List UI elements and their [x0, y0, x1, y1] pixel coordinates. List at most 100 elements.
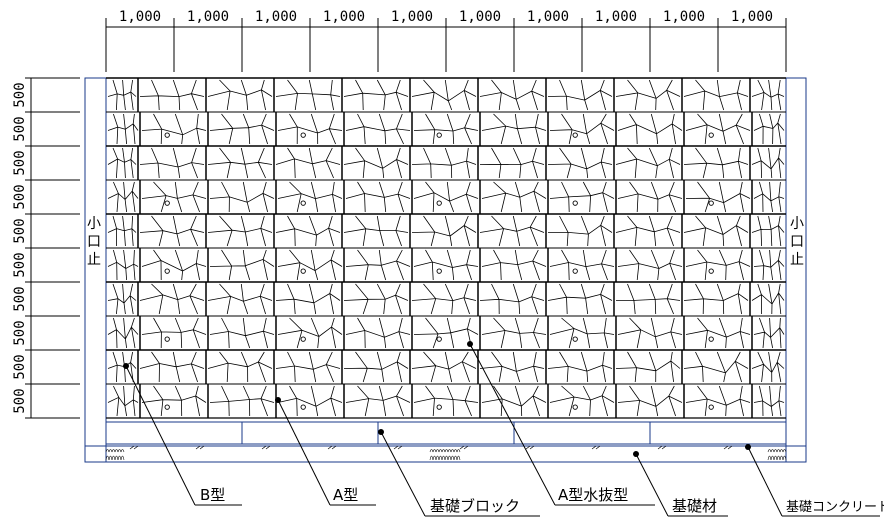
a-type-label: A型: [333, 486, 358, 504]
side-label-left-char: 止: [87, 252, 101, 268]
block-stone-pattern: [107, 385, 139, 417]
foundation-hatch-tick: [261, 445, 271, 450]
drain-hole: [572, 200, 578, 206]
block-stone-pattern: [207, 79, 273, 111]
top-dim-label: 1,000: [255, 9, 297, 25]
block-stone-pattern: [617, 181, 683, 213]
left-dim-label: 500: [12, 354, 28, 379]
gravel-mark: [105, 449, 110, 461]
block: [753, 317, 785, 349]
drain-hole: [572, 268, 578, 274]
drain-hole: [164, 132, 170, 138]
drain-hole: [572, 404, 578, 410]
block-stone-pattern: [549, 317, 615, 349]
left-dim-label: 500: [12, 388, 28, 413]
block: [277, 113, 343, 145]
block-stone-pattern: [479, 79, 545, 111]
drain-hole: [300, 268, 306, 274]
block: [413, 385, 479, 417]
block-stone-pattern: [753, 317, 785, 349]
block: [139, 283, 205, 315]
side-label-left-char: 口: [87, 234, 101, 250]
block-row: [106, 213, 786, 248]
block: [547, 215, 613, 247]
block: [753, 249, 785, 281]
a-type-drain-label: A型水抜型: [558, 486, 628, 504]
block-row: [106, 349, 786, 384]
block: [479, 79, 545, 111]
left-dim-label: 500: [12, 218, 28, 243]
block: [615, 147, 681, 179]
block-stone-pattern: [209, 113, 275, 145]
block: [479, 215, 545, 247]
block-stone-pattern: [751, 79, 785, 111]
block-stone-pattern: [751, 283, 785, 315]
block: [617, 317, 683, 349]
side-label-left: 小 口 止: [87, 216, 101, 268]
left-dim-label: 500: [12, 82, 28, 107]
drain-hole: [436, 268, 442, 274]
block: [107, 215, 137, 247]
block: [615, 351, 681, 383]
block-stone-pattern: [107, 147, 137, 179]
block-stone-pattern: [547, 215, 613, 247]
block: [615, 283, 681, 315]
block: [549, 181, 615, 213]
block: [141, 317, 207, 349]
block: [139, 79, 205, 111]
block-stone-pattern: [683, 283, 749, 315]
top-dim-label: 1,000: [391, 9, 433, 25]
block: [107, 79, 137, 111]
block: [413, 113, 479, 145]
block: [141, 181, 207, 213]
block: [481, 249, 547, 281]
block-stone-pattern: [547, 283, 613, 315]
gravel-hatch: [429, 449, 461, 461]
block: [753, 385, 785, 417]
block-stone-pattern: [107, 113, 139, 145]
gravel-hatch: [105, 449, 125, 461]
block-stone-pattern: [207, 283, 273, 315]
block: [209, 317, 275, 349]
gravel-mark: [114, 449, 119, 461]
block-stone-pattern: [615, 283, 681, 315]
gravel-mark: [782, 449, 787, 461]
block: [275, 351, 341, 383]
drain-hole: [300, 200, 306, 206]
block: [343, 79, 409, 111]
block: [547, 79, 613, 111]
block-stone-pattern: [141, 181, 207, 213]
block-stone-pattern: [685, 113, 751, 145]
block-stone-pattern: [617, 113, 683, 145]
block-stone-pattern: [547, 79, 613, 111]
block-stone-pattern: [343, 215, 409, 247]
block: [345, 113, 411, 145]
block-stone-pattern: [481, 385, 547, 417]
top-dim-label: 1,000: [527, 9, 569, 25]
side-label-left-char: 小: [87, 216, 101, 232]
block: [481, 385, 547, 417]
block-stone-pattern: [141, 317, 207, 349]
block-stone-pattern: [345, 317, 411, 349]
gravel-mark: [438, 449, 443, 461]
block: [685, 249, 751, 281]
block-stone-pattern: [107, 317, 139, 349]
block: [685, 113, 751, 145]
block-stone-pattern: [139, 147, 205, 179]
block-stone-pattern: [411, 283, 477, 315]
block-stone-pattern: [141, 113, 207, 145]
block-stone-pattern: [411, 351, 477, 383]
block-stone-pattern: [549, 385, 615, 417]
block-stone-pattern: [413, 317, 479, 349]
block: [207, 215, 273, 247]
block: [275, 147, 341, 179]
block: [275, 215, 341, 247]
block: [615, 215, 681, 247]
b-type-leader: [125, 365, 196, 506]
gravel-mark: [767, 449, 772, 461]
block-stone-pattern: [481, 317, 547, 349]
block-stone-pattern: [275, 215, 341, 247]
block: [343, 283, 409, 315]
block-stone-pattern: [549, 113, 615, 145]
